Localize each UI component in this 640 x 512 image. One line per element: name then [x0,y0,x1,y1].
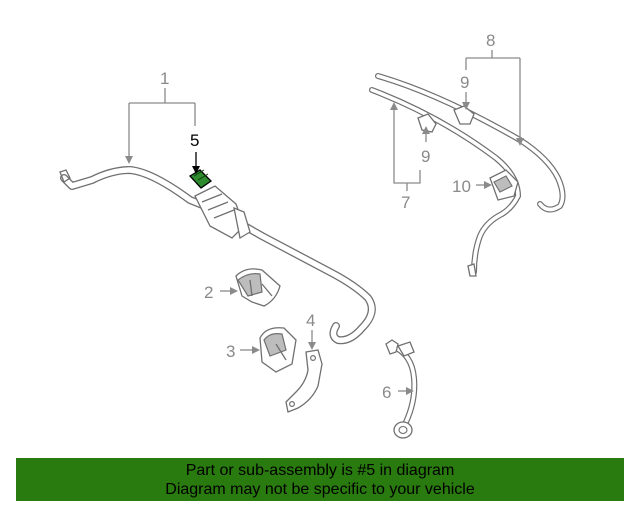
svg-text:3: 3 [226,342,235,361]
banner-line-2: Diagram may not be specific to your vehi… [165,481,475,498]
part-5-bushing[interactable] [188,169,213,189]
svg-text:4: 4 [306,311,315,330]
callout-2: 2 [204,283,238,302]
callout-3: 3 [226,342,260,361]
svg-text:9: 9 [421,147,430,166]
callout-1: 1 [125,69,196,164]
part-2-bushing [235,268,281,307]
notice-banner: Part or sub-assembly is #5 in diagram Di… [16,458,624,501]
callout-5: 5 [190,131,200,174]
part-3-bushing [259,327,297,373]
callout-8: 8 [465,31,524,146]
svg-text:2: 2 [204,283,213,302]
svg-text:1: 1 [160,69,169,88]
banner-line-1: Part or sub-assembly is #5 in diagram [185,462,455,479]
callout-10: 10 [452,177,492,196]
svg-text:5: 5 [190,131,199,150]
part-6-stabilizer-link [385,339,418,439]
callout-6: 6 [382,383,414,402]
svg-text:8: 8 [486,31,495,50]
part-4-bracket [285,349,323,413]
callout-9-upper: 9 [460,73,470,110]
stabilizer-bar [59,166,376,345]
callout-9-lower: 9 [421,126,430,166]
svg-text:7: 7 [401,193,410,212]
stabilizer-cable-assembly [369,73,566,277]
callout-4: 4 [306,311,316,350]
svg-text:9: 9 [460,73,469,92]
callout-7: 7 [390,102,421,212]
part-10-clip [489,169,519,201]
svg-text:6: 6 [382,383,391,402]
svg-text:10: 10 [452,177,471,196]
